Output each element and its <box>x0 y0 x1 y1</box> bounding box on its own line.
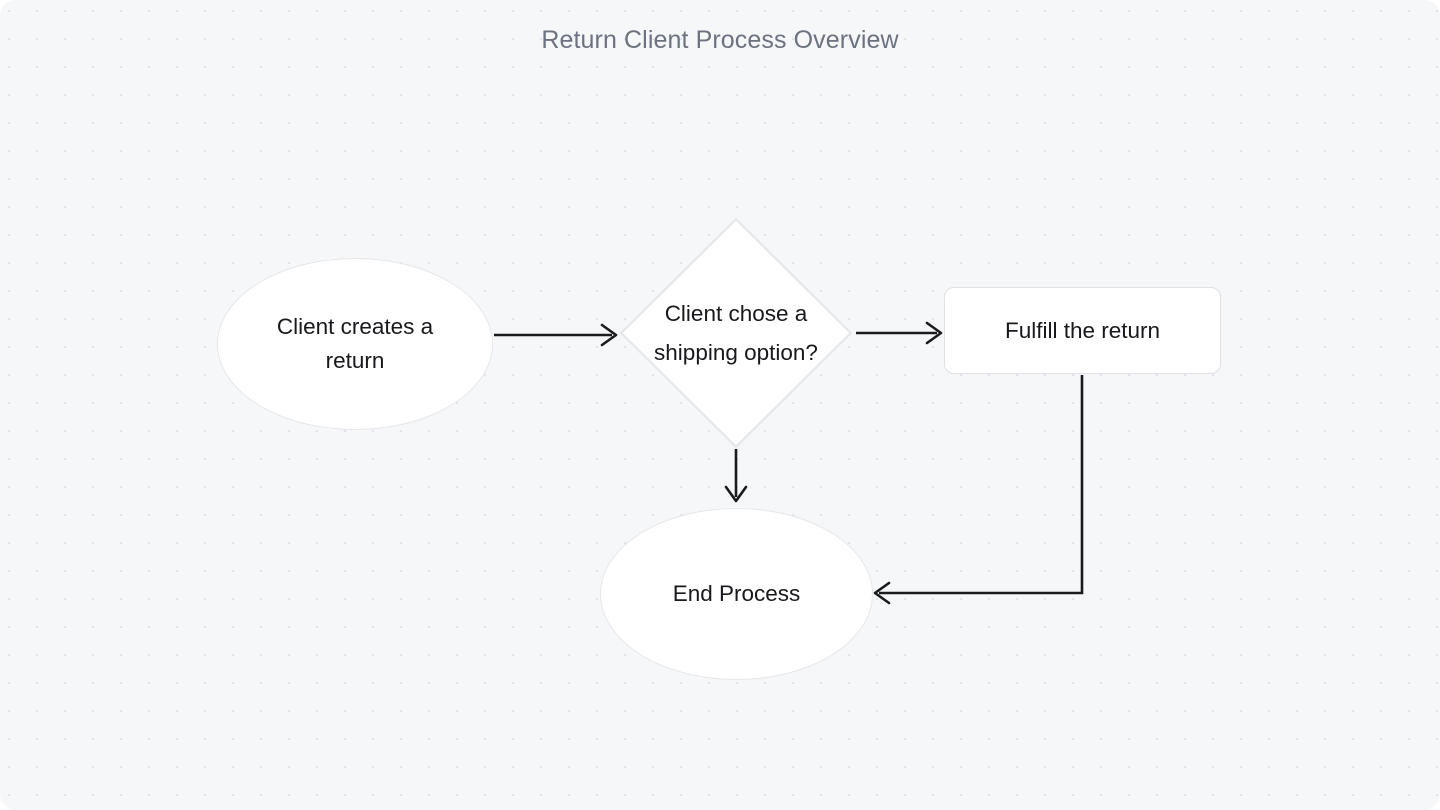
node-client-chose-shipping-option[interactable]: Client chose a shipping option? <box>620 218 852 448</box>
node-label-line-1: Client creates a <box>276 314 434 339</box>
edge-decision-to-end <box>724 449 748 503</box>
node-end-process[interactable]: End Process <box>600 508 873 680</box>
edge-decision-to-fulfill <box>856 321 943 345</box>
node-label: Client chose a shipping option? <box>654 294 818 372</box>
node-client-creates-return[interactable]: Client creates a return <box>217 258 493 430</box>
diamond-shape <box>620 218 852 448</box>
page-title: Return Client Process Overview <box>541 26 899 54</box>
node-fulfill-the-return[interactable]: Fulfill the return <box>944 287 1221 374</box>
node-label: Fulfill the return <box>1004 317 1161 343</box>
edge-fulfill-to-end <box>873 375 1084 605</box>
node-label-line-1: Client chose a <box>664 301 808 326</box>
node-label-line-2: shipping option? <box>654 340 818 365</box>
node-label: End Process <box>672 581 801 606</box>
node-label-line-2: return <box>325 348 385 373</box>
edge-start-to-decision <box>494 323 618 347</box>
node-label: Client creates a return <box>233 310 477 378</box>
